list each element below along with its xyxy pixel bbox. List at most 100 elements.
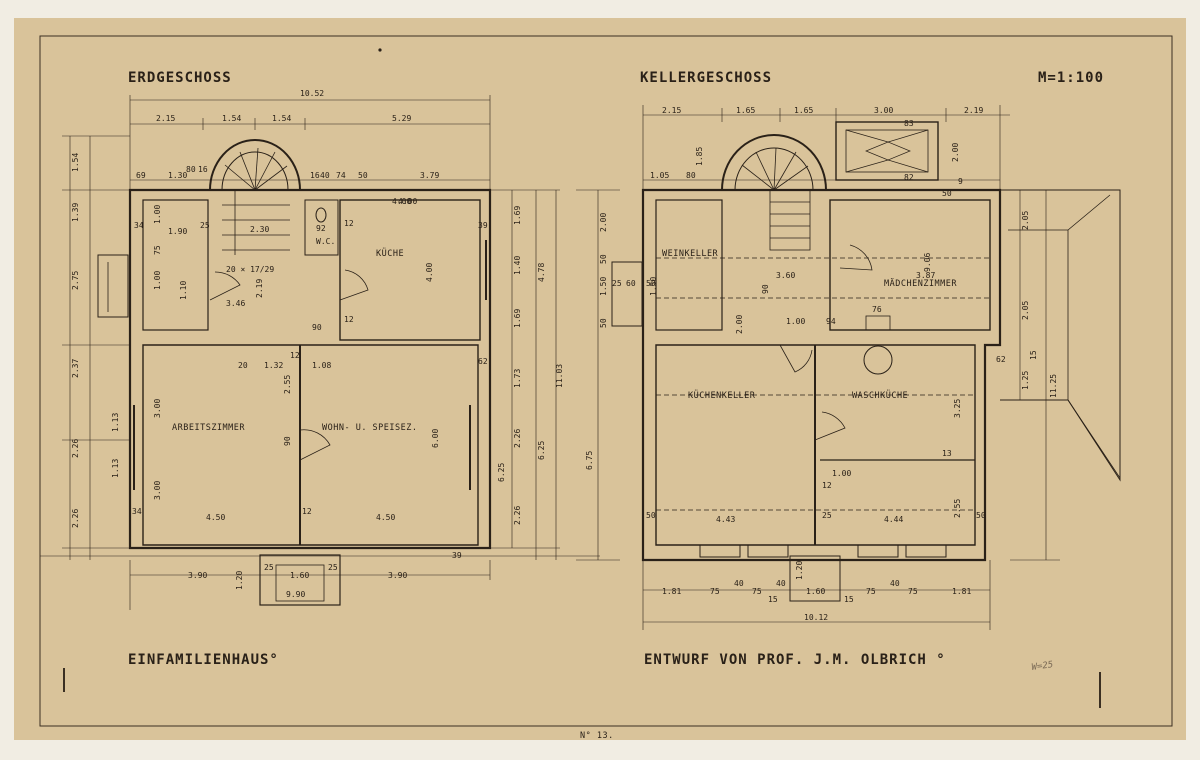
bm-dim-i-8: 4.44	[884, 515, 903, 524]
bm-stair-treads	[741, 147, 811, 251]
bm-dim-b-1: 75	[710, 587, 720, 596]
gf-kitchen-walls	[339, 199, 481, 341]
bm-dim2-1: 80	[686, 171, 696, 180]
gf-right-dims: 1.69 1.40 1.69 1.73 2.26 2.26 4.78 6.25 …	[497, 206, 564, 525]
bm-dim2-4: 82	[904, 173, 914, 182]
bm-dim-top-e: 2.19	[964, 106, 983, 115]
gf-dimension-lines	[40, 95, 600, 610]
gf-wc-walls	[304, 199, 339, 256]
gf-dim2-13: 25	[200, 221, 210, 230]
gf-dim-i-14: 62	[478, 357, 488, 366]
bm-dim-i-13: 1.50	[649, 277, 658, 296]
bm-bottom-bays	[699, 544, 947, 602]
bm-dim-b-5: 1.60	[806, 587, 825, 596]
gf-dim-i-10: 1.08	[312, 361, 331, 370]
gf-dim-r-6: 4.78	[537, 263, 546, 282]
gf-left-dims: 1.54 1.39 2.75 2.37 2.26 2.26 1.13 1.13 …	[71, 153, 264, 528]
gf-interior-dims: 3.00 3.00 2.55 4.50 4.50 4.00 4.00 6.00 …	[132, 197, 488, 560]
bm-dim-l-1: 50	[599, 254, 608, 264]
bm-door-swing-1	[814, 411, 846, 441]
bm-dim-b-9: 75	[866, 587, 876, 596]
bm-lightwell-inner	[845, 129, 929, 173]
bm-label-kuechenkeller: KÜCHENKELLER	[688, 390, 756, 401]
gf-dim-l-2: 2.75	[71, 271, 80, 290]
paper-background	[14, 18, 1186, 740]
gf-dim-r-7: 6.25	[537, 441, 546, 460]
gf-dim-i-13: 12	[290, 351, 300, 360]
gf-dim-l-5: 2.26	[71, 509, 80, 528]
gf-dim2-9: 92	[316, 224, 326, 233]
bm-inner-lower	[655, 344, 976, 546]
bm-dim-i-24: 2.05	[1021, 301, 1030, 320]
bm-door-swing-2	[839, 244, 873, 271]
bm-dim-b-2: 40	[734, 579, 744, 588]
bm-dim-i-12: 2.00	[735, 315, 744, 334]
bm-dim-i-2: 9.06	[923, 253, 932, 272]
bm-weinkeller-walls	[655, 199, 723, 331]
bm-dim-i-3: 1.00	[786, 317, 805, 326]
ink-dot	[378, 48, 382, 52]
bm-dim-i-18: 13	[942, 449, 952, 458]
bm-bottom-dims: 1.81 75 40 75 40 1.60 1.20 15 15 75 40 7…	[662, 561, 971, 604]
bm-label-waschkueche: WASCHKÜCHE	[852, 390, 908, 401]
gf-dim-l-10: 1.00	[153, 271, 162, 290]
bm-dim-i-25: 1.25	[1021, 371, 1030, 390]
gf-entrance-step	[259, 554, 341, 606]
gf-dim-i-16: 34	[132, 507, 142, 516]
gf-dim-bottom-a: 3.90	[188, 571, 207, 580]
title-entwurf: ENTWURF VON PROF. J.M. OLBRICH °	[644, 652, 946, 668]
title-einfamilienhaus: EINFAMILIENHAUS°	[128, 652, 279, 668]
bm-dim-l-0: 2.00	[599, 213, 608, 232]
gf-label-kueche: KÜCHE	[376, 248, 404, 259]
bm-dimension-lines	[576, 105, 1060, 630]
bm-dim-i-6: 1.00	[832, 469, 851, 478]
gf-dim-i-7: 6.00	[431, 429, 440, 448]
bm-dim-i-21: 50	[976, 511, 986, 520]
bm-dim-top-b: 1.65	[736, 106, 755, 115]
bm-boiler-circle	[863, 345, 893, 375]
bm-dim-i-20: 25	[822, 511, 832, 520]
bm-dim-i-22: 62	[996, 355, 1006, 364]
bm-terrace-outline	[1000, 189, 1121, 482]
gf-dim2-5: 40	[320, 171, 330, 180]
gf-dim-c: 1.54	[272, 114, 291, 123]
gf-dim-i-8: 90	[312, 323, 322, 332]
gf-dim2-7: 50	[358, 171, 368, 180]
gf-dim-l-7: 1.13	[111, 459, 120, 478]
bm-dim-i-0: 3.60	[776, 271, 795, 280]
gf-dim-i-12: 20	[238, 361, 248, 370]
bm-dim-i-4: 94	[826, 317, 836, 326]
gf-dim2-14: 1.90	[168, 227, 187, 236]
gf-dim2-1: 1.30	[168, 171, 187, 180]
gf-dim-r-2: 1.69	[513, 309, 522, 328]
bm-interior-dims: 3.60 3.87 9.06 1.00 94 76 1.00 4.43 4.44…	[612, 211, 1030, 524]
bm-dim-b-11: 75	[908, 587, 918, 596]
gf-dim-r-5: 2.26	[513, 506, 522, 525]
gf-dim-r-1: 1.40	[513, 256, 522, 275]
bm-dim-b-10: 40	[890, 579, 900, 588]
bm-boiler-box	[865, 315, 891, 331]
bm-dim-r-1: 15	[1029, 350, 1038, 360]
gf-dim-bottom-c: 3.90	[388, 571, 407, 580]
bm-door-swing-3	[779, 344, 813, 373]
bm-dim-i-1: 3.87	[916, 271, 935, 280]
bm-dim2-5: 2.00	[951, 143, 960, 162]
bm-top2-dims: 1.05 80 1.85 83 82 2.00 50 9	[650, 119, 963, 198]
bm-left-bay	[611, 261, 643, 327]
bm-dim-b-12: 1.81	[952, 587, 971, 596]
gf-dim2-12: 34	[134, 221, 144, 230]
gf-dim-side-b: 25	[328, 563, 338, 572]
gf-stair-treads	[222, 147, 290, 255]
gf-label-wc: W.C.	[316, 237, 335, 246]
gf-dim-b: 1.54	[222, 114, 241, 123]
gf-dim-l-0: 1.54	[71, 153, 80, 172]
bm-dim2-2: 1.85	[695, 147, 704, 166]
bm-dim-i-10: 2.55	[953, 499, 962, 518]
pencil-note: W=25	[1031, 660, 1054, 673]
bm-dim-i-15: 25	[612, 279, 622, 288]
gf-stair-note: 20 × 17/29	[226, 265, 274, 274]
gf-dim-i-9: 1.32	[264, 361, 283, 370]
bm-dim2-3: 83	[904, 119, 914, 128]
bm-dim-i-5: 76	[872, 305, 882, 314]
gf-dim-i-18: 12	[344, 315, 354, 324]
